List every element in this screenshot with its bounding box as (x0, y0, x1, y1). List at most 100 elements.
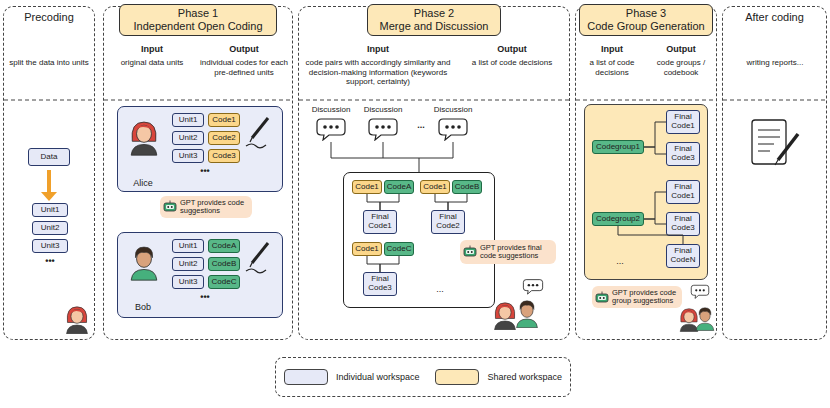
legend-text: Individual workspace (336, 372, 420, 382)
label-holder: code pairs with accordingly similarity a… (303, 58, 453, 87)
node-text: Final CodeN (669, 247, 697, 265)
node-text: Codegroup1 (596, 143, 640, 152)
description: split the data into units (8, 58, 90, 68)
individual-workspace: AliceUnit1Code1Unit2Code2Unit3Code3 (117, 106, 283, 192)
gpt-suggestion-box: GPT provides final code suggestions (460, 240, 556, 264)
pen-icon (775, 160, 778, 165)
phase-header: Phase 2Merge and Discussion (367, 4, 501, 36)
label-holder: Discussion (356, 105, 410, 115)
legend-swatch (435, 369, 479, 385)
label-holder: individual codes for each pre-defined un… (198, 58, 290, 77)
final-code-box: Final CodeN (666, 244, 700, 268)
node-text: Code1 (212, 116, 236, 125)
phase-header: Phase 1Independent Open Coding (119, 4, 277, 36)
label-holder: Input (303, 44, 453, 55)
container-label: ... (600, 256, 640, 266)
gpt-suggestion-box: GPT provides code suggestions (160, 196, 252, 218)
final-code-box: Final Code3 (666, 142, 700, 166)
legend-swatch (284, 369, 328, 385)
node-text: GPT provides code group suggestions (612, 289, 679, 306)
node-text: Alice (120, 178, 166, 188)
code-box: CodeC (384, 242, 414, 256)
label-holder: split the data into units (8, 58, 90, 68)
connector (448, 194, 467, 210)
individual-workspace: BobUnit1CodeAUnit2CodeBUnit3CodeC (117, 232, 283, 318)
person-avatar (696, 308, 714, 331)
node-text: Unit1 (179, 242, 198, 251)
node-text: Code1 (355, 245, 379, 254)
node-text: Final Code3 (669, 215, 697, 233)
final-code-box: Final Code1 (666, 110, 700, 134)
node-text: Final Code3 (669, 145, 697, 163)
node-text: CodeA (212, 242, 236, 251)
unit-box: Data (28, 148, 70, 166)
robot-icon (164, 201, 176, 212)
code-box: CodeA (208, 239, 240, 253)
description: writing reports... (726, 58, 824, 68)
node-text: Unit3 (41, 242, 60, 251)
label-holder: Output (647, 44, 715, 55)
label-holder: original data units (108, 58, 196, 68)
label-holder: ••• (32, 256, 68, 267)
connector (644, 219, 666, 224)
unit-box: Unit1 (172, 239, 204, 253)
label-holder: Discussion (304, 105, 358, 115)
pen-scribble (246, 269, 266, 273)
label-holder: a list of code decisions (579, 58, 645, 77)
node-text: Unit1 (41, 206, 60, 215)
description: code pairs with accordingly similarity a… (303, 58, 453, 87)
phase-title: Phase 1 (124, 7, 272, 20)
unit-box: Unit3 (172, 275, 204, 289)
node-text: Code1 (423, 183, 447, 192)
label-holder: ••• (170, 292, 240, 303)
io-heading: Output (458, 44, 566, 55)
node-text: GPT provides final code suggestions (480, 244, 553, 261)
connector (618, 226, 683, 244)
down-arrow-head (41, 192, 57, 201)
description: a list of code decisions (458, 58, 566, 68)
io-heading: Input (579, 44, 645, 55)
speech-bubble (317, 119, 345, 140)
code-box: Code2 (208, 131, 240, 145)
node-text: Final Code2 (434, 213, 462, 231)
node-text: Unit1 (179, 116, 198, 125)
connector (380, 194, 399, 210)
panel-divider (576, 100, 716, 101)
node-text: ... (425, 284, 455, 294)
node-text: After coding (723, 11, 826, 23)
person-avatar (680, 309, 698, 332)
discussion-lines (331, 142, 453, 172)
node-text: Final Code1 (366, 213, 394, 231)
robot-icon (596, 292, 608, 303)
stage-header: Precoding (4, 11, 94, 23)
phase-title: Merge and Discussion (372, 20, 496, 33)
person-avatar (131, 247, 157, 280)
node-text: Unit3 (179, 152, 198, 161)
panel-divider (4, 100, 94, 101)
container-label: Bob (120, 302, 166, 312)
gpt-suggestion-box: GPT provides code group suggestions (592, 286, 682, 308)
speech-bubble (523, 280, 542, 294)
label-holder: Output (458, 44, 566, 55)
person-avatar (517, 301, 538, 328)
node-text: Unit2 (41, 224, 60, 233)
unit-box: Unit1 (32, 203, 68, 217)
person-avatar (131, 122, 157, 155)
connector (380, 256, 399, 272)
pen-icon (250, 138, 252, 142)
unit-box: Unit2 (32, 221, 68, 235)
speech-bubble (691, 285, 709, 298)
code-box: CodeB (452, 180, 482, 194)
codegroup-box: Codegroup2 (592, 212, 644, 226)
container-label: ... (425, 284, 455, 294)
pen-icon (250, 263, 252, 267)
phase-title: Independent Open Coding (124, 20, 272, 33)
label-holder: Discussion (426, 105, 480, 115)
code-box: Code1 (420, 180, 450, 194)
description: Discussion (356, 105, 410, 115)
stage-panel: After coding (722, 6, 827, 340)
shared-workspace: ...Codegroup1Final Code1Final Code3Codeg… (584, 104, 708, 280)
connector (367, 194, 380, 210)
